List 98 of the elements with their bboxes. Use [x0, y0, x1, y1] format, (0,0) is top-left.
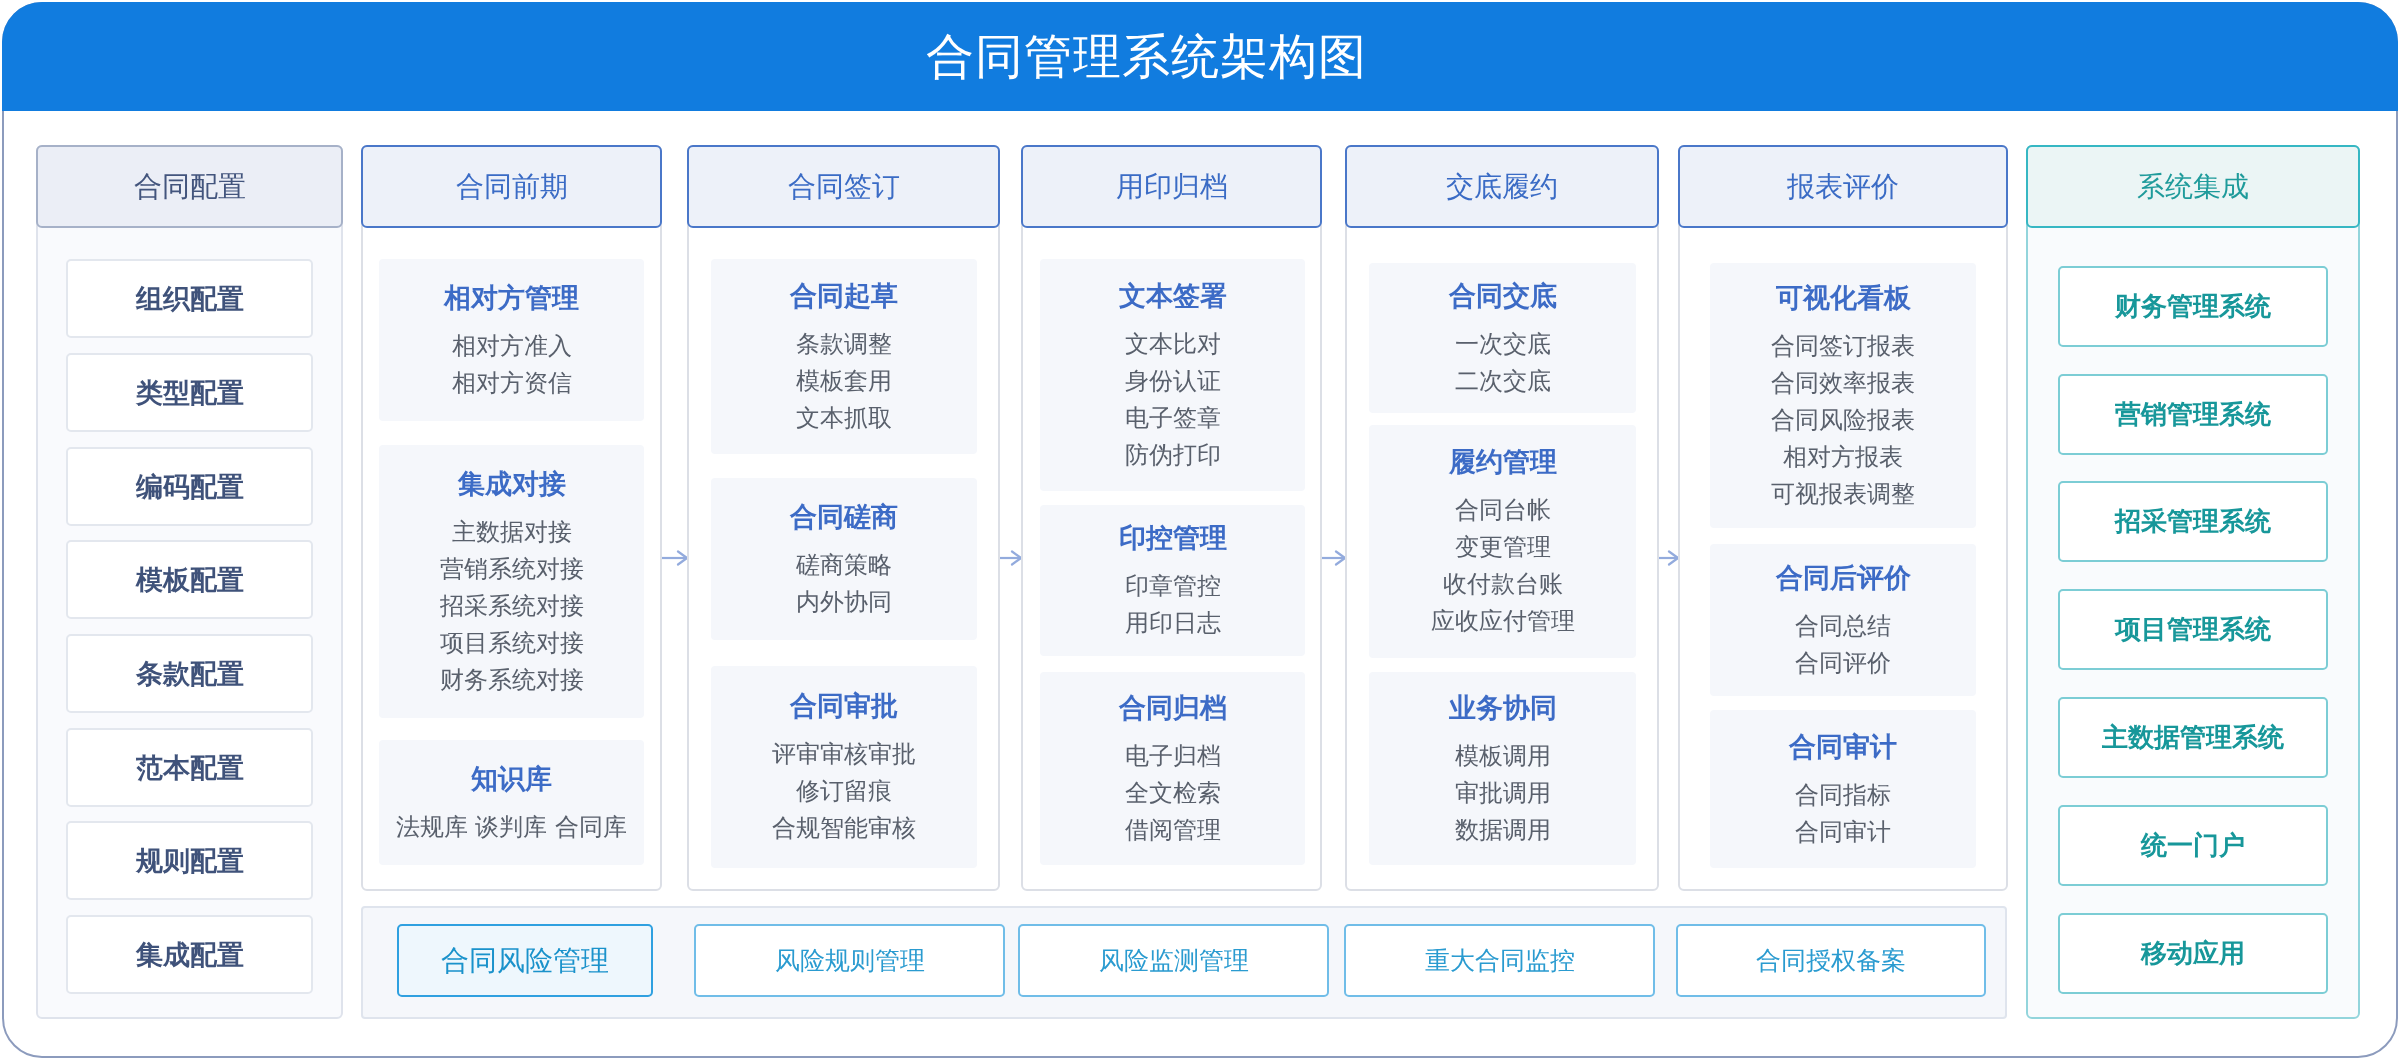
module-item: 合规智能审核	[772, 813, 916, 844]
column-panel	[2026, 145, 2360, 1019]
module-item: 变更管理	[1454, 532, 1551, 563]
system-item: 移动应用	[2058, 913, 2328, 994]
band-header: 合同风险管理	[397, 924, 653, 997]
module-item: 电子归档	[1124, 740, 1221, 772]
diagram-title: 合同管理系统架构图	[925, 26, 1367, 86]
module-item: 全文检索	[1124, 777, 1221, 809]
module-item: 项目系统对接	[439, 627, 584, 659]
column-header: 系统集成	[2026, 145, 2360, 228]
module-item: 电子签章	[1124, 402, 1221, 434]
module-item: 收付款台账	[1442, 569, 1563, 600]
module-item: 相对方资信	[451, 367, 572, 399]
column-header: 用印归档	[1021, 145, 1322, 228]
module-item: 合同风险报表	[1771, 404, 1915, 436]
config-item: 范本配置	[66, 728, 313, 807]
column-panel	[1021, 145, 1322, 891]
config-item: 类型配置	[66, 353, 313, 432]
module-title: 合同审计	[1789, 729, 1897, 764]
module-item: 可视报表调整	[1771, 478, 1915, 510]
module-title: 合同起草	[790, 278, 898, 313]
module-title: 合同后评价	[1775, 560, 1911, 595]
column-panel	[1345, 145, 1659, 891]
column-header: 合同签订	[687, 145, 1000, 228]
config-item: 编码配置	[66, 447, 313, 526]
module-item: 合同指标	[1795, 779, 1891, 811]
module-title: 业务协同	[1448, 690, 1557, 725]
system-item: 招采管理系统	[2058, 481, 2328, 562]
system-item: 财务管理系统	[2058, 266, 2328, 347]
risk-item: 风险监测管理	[1018, 924, 1329, 997]
column-header: 合同配置	[36, 145, 343, 228]
module-item: 文本比对	[1124, 328, 1221, 360]
risk-band	[361, 906, 2007, 1019]
module-item: 评审审核审批	[772, 739, 916, 770]
module-item: 内外协同	[796, 586, 892, 618]
module-item: 财务系统对接	[439, 664, 584, 696]
module-item: 二次交底	[1454, 365, 1551, 397]
module-item: 模板套用	[796, 365, 892, 397]
module-title: 合同归档	[1118, 690, 1227, 725]
module-item: 主数据对接	[451, 516, 572, 548]
module-item: 合同总结	[1795, 610, 1891, 642]
risk-item: 风险规则管理	[694, 924, 1005, 997]
module-item: 合同签订报表	[1771, 330, 1915, 362]
config-item: 组织配置	[66, 259, 313, 338]
module-item: 防伪打印	[1124, 439, 1221, 471]
risk-item: 合同授权备案	[1676, 924, 1986, 997]
module-item: 用印日志	[1124, 608, 1221, 639]
module-item: 营销系统对接	[439, 553, 584, 585]
column-header: 交底履约	[1345, 145, 1659, 228]
module-title: 合同审批	[790, 689, 898, 723]
module-title: 集成对接	[457, 466, 566, 501]
module-title: 印控管理	[1118, 521, 1227, 555]
config-item: 条款配置	[66, 634, 313, 713]
system-item: 营销管理系统	[2058, 374, 2328, 455]
risk-item: 重大合同监控	[1344, 924, 1655, 997]
module-title: 相对方管理	[444, 280, 579, 315]
module-item: 印章管控	[1124, 571, 1221, 602]
arrow	[1659, 550, 1680, 566]
module-item: 应收应付管理	[1430, 606, 1575, 637]
module-item: 条款调整	[796, 328, 892, 360]
module-title: 合同磋商	[790, 499, 898, 534]
column-panel	[36, 145, 343, 1019]
module-item: 合同效率报表	[1771, 367, 1915, 399]
module-item: 数据调用	[1454, 814, 1551, 846]
module-item: 法规库 谈判库 合同库	[395, 811, 628, 843]
module-item: 合同台帐	[1454, 495, 1551, 526]
column-header: 合同前期	[361, 145, 662, 228]
module-item: 模板调用	[1454, 740, 1551, 772]
module-item: 一次交底	[1454, 328, 1551, 360]
module-item: 身份认证	[1124, 365, 1221, 397]
column-header: 报表评价	[1678, 145, 2008, 228]
module-item: 审批调用	[1454, 777, 1551, 809]
system-item: 项目管理系统	[2058, 589, 2328, 670]
system-item: 统一门户	[2058, 805, 2328, 886]
column-panel	[687, 145, 1000, 891]
system-item: 主数据管理系统	[2058, 697, 2328, 778]
arrow	[1000, 550, 1023, 566]
module-item: 相对方准入	[451, 330, 572, 362]
module-item: 文本抓取	[796, 402, 892, 434]
module-title: 履约管理	[1448, 445, 1557, 479]
config-item: 模板配置	[66, 540, 313, 619]
module-title: 合同交底	[1448, 278, 1557, 313]
module-item: 磋商策略	[796, 549, 892, 581]
module-item: 招采系统对接	[439, 590, 584, 622]
module-item: 合同评价	[1795, 647, 1891, 679]
module-item: 修订留痕	[796, 776, 892, 807]
config-item: 集成配置	[66, 915, 313, 994]
column-panel	[361, 145, 662, 891]
module-item: 借阅管理	[1124, 814, 1221, 846]
module-title: 知识库	[471, 761, 552, 796]
arrow	[1322, 550, 1347, 566]
column-panel	[1678, 145, 2008, 891]
module-title: 文本签署	[1118, 278, 1227, 313]
config-item: 规则配置	[66, 821, 313, 900]
module-item: 相对方报表	[1783, 441, 1903, 473]
module-item: 合同审计	[1795, 816, 1891, 848]
arrow	[662, 550, 689, 566]
module-title: 可视化看板	[1775, 280, 1911, 315]
